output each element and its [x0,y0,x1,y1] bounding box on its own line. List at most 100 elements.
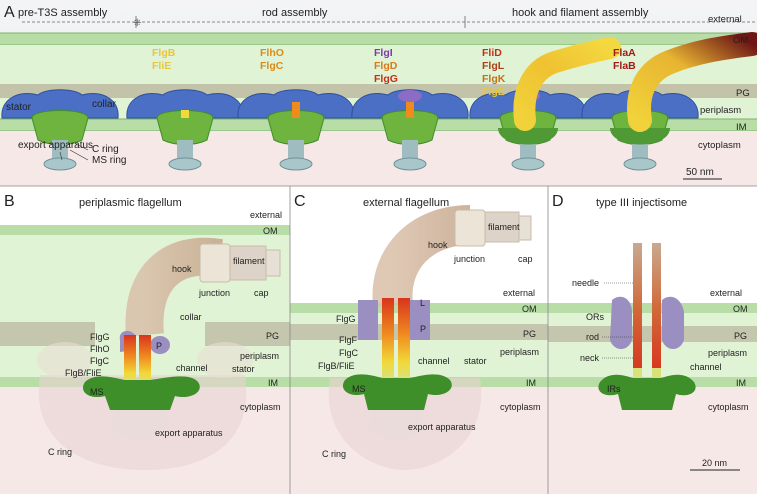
layer-cytoplasm-c: cytoplasm [500,402,541,412]
layer-im-c: IM [526,378,536,388]
layer-im-b: IM [268,378,278,388]
layer-cytoplasm-b: cytoplasm [240,402,281,412]
rod-segment [406,96,414,118]
protein-label-flab: FlaB [613,60,636,72]
panel-d-letter: D [552,193,564,210]
filament-b [229,245,267,281]
layer-om-c: OM [522,304,537,314]
label-cring-b: C ring [48,447,72,457]
protein-labels: FlgBFliEFlhOFlgCFlgIFlgDFlgGFliDFlgLFlgK… [152,47,636,98]
motor-ring [156,110,214,145]
filament-flgE-stage [513,37,621,131]
export-base [279,157,313,171]
junction-c [454,209,486,247]
label-flgf-c: FlgF [339,335,358,345]
c-ring [498,128,558,145]
lp-ring-right-c [410,300,430,340]
pg-left-b [0,322,95,346]
label-stator-a: stator [6,102,32,113]
label-cring-c: C ring [322,449,346,459]
layer-om-b: OM [263,226,278,236]
pg-right-b [205,322,290,346]
label-filament-c: filament [488,222,520,232]
scale-label-a: 50 nm [686,167,714,178]
rod-segment [292,102,300,118]
motor-ring [267,110,325,145]
export-base [168,157,202,171]
label-hook-c: hook [428,240,448,250]
label-export-b: export apparatus [155,428,223,438]
lp-ring-left-c [358,300,378,340]
panel-c-title: external flagellum [363,197,449,209]
motor-ring [31,110,89,145]
hook-c [372,205,472,308]
label-flgb-b: FlgB/FliE [65,368,102,378]
c-ring [610,128,670,145]
protein-label-flgb: FlgB [152,47,176,59]
rod-segment [181,110,189,118]
label-cap-c: cap [518,254,533,264]
cap-c [518,215,532,241]
label-neck-d: neck [580,353,600,363]
layer-periplasm-c: periplasm [500,347,539,357]
motor-dome [1,89,119,119]
panel-d-title: type III injectisome [596,197,687,209]
panel-b: B periplasmic flagellum external OM PG p… [0,186,290,494]
label-hook-b: hook [172,264,192,274]
ms-ring-b [82,376,200,410]
motor-4 [351,89,469,171]
label-irs-d: IRs [607,384,621,394]
p-ring [398,90,422,102]
filament-c [484,211,520,243]
label-channel-d: channel [690,362,722,372]
layer-external-d: external [710,288,742,298]
label-p-b: P [156,341,162,351]
layer-pg-d: PG [734,331,747,341]
panel-b-title: periplasmic flagellum [79,197,182,209]
stage-divider-1: ⁜ [133,18,141,29]
layer-external-b: external [250,210,282,220]
label-l-c: L [420,298,425,308]
protein-label-flaa: FlaA [613,47,636,59]
layer-periplasm-d: periplasm [708,348,747,358]
export-stalk [288,140,304,160]
protein-label-flgc: FlgC [260,60,284,72]
label-flgc-c: FlgC [339,348,359,358]
export-stalk [632,140,648,160]
label-p-c: P [420,324,426,334]
ir-ring-d [598,374,696,410]
ms-ring-c [342,374,452,410]
layer-cytoplasm-d: cytoplasm [708,402,749,412]
label-flgg-c: FlgG [336,314,356,324]
rod-right-c [398,298,410,378]
protein-label-flie: FliE [152,60,171,72]
label-ors-d: ORs [586,312,605,322]
filament-flaA-stage [627,32,757,132]
scale-label-d: 20 nm [702,458,727,468]
motor-2 [126,89,244,171]
layer-cytoplasm-a: cytoplasm [698,140,741,151]
label-flgg-b: FlgG [90,332,110,342]
stage-rod: rod assembly [262,7,328,19]
label-collar-b: collar [180,312,202,322]
protein-label-flid: FliD [482,47,502,59]
label-ms-b: MS [90,387,104,397]
export-stalk [52,140,68,160]
or-right-d [662,296,684,349]
panel-a-motors [1,89,699,171]
label-flgb-c: FlgB/FliE [318,361,355,371]
panel-d: D type III injectisome external OM PG pe… [548,186,757,494]
protein-label-flgl: FlgL [482,60,505,72]
label-junction-b: junction [198,288,230,298]
label-cap-b: cap [254,288,269,298]
junction-b [199,243,231,283]
om-band-a [0,33,757,45]
label-export-a: export apparatus [18,140,93,151]
needle-left-d [633,243,642,373]
layer-im-d: IM [736,378,746,388]
export-base [623,157,657,171]
label-filament-b: filament [233,256,265,266]
label-collar-a: collar [92,99,117,110]
export-stalk [520,140,536,160]
